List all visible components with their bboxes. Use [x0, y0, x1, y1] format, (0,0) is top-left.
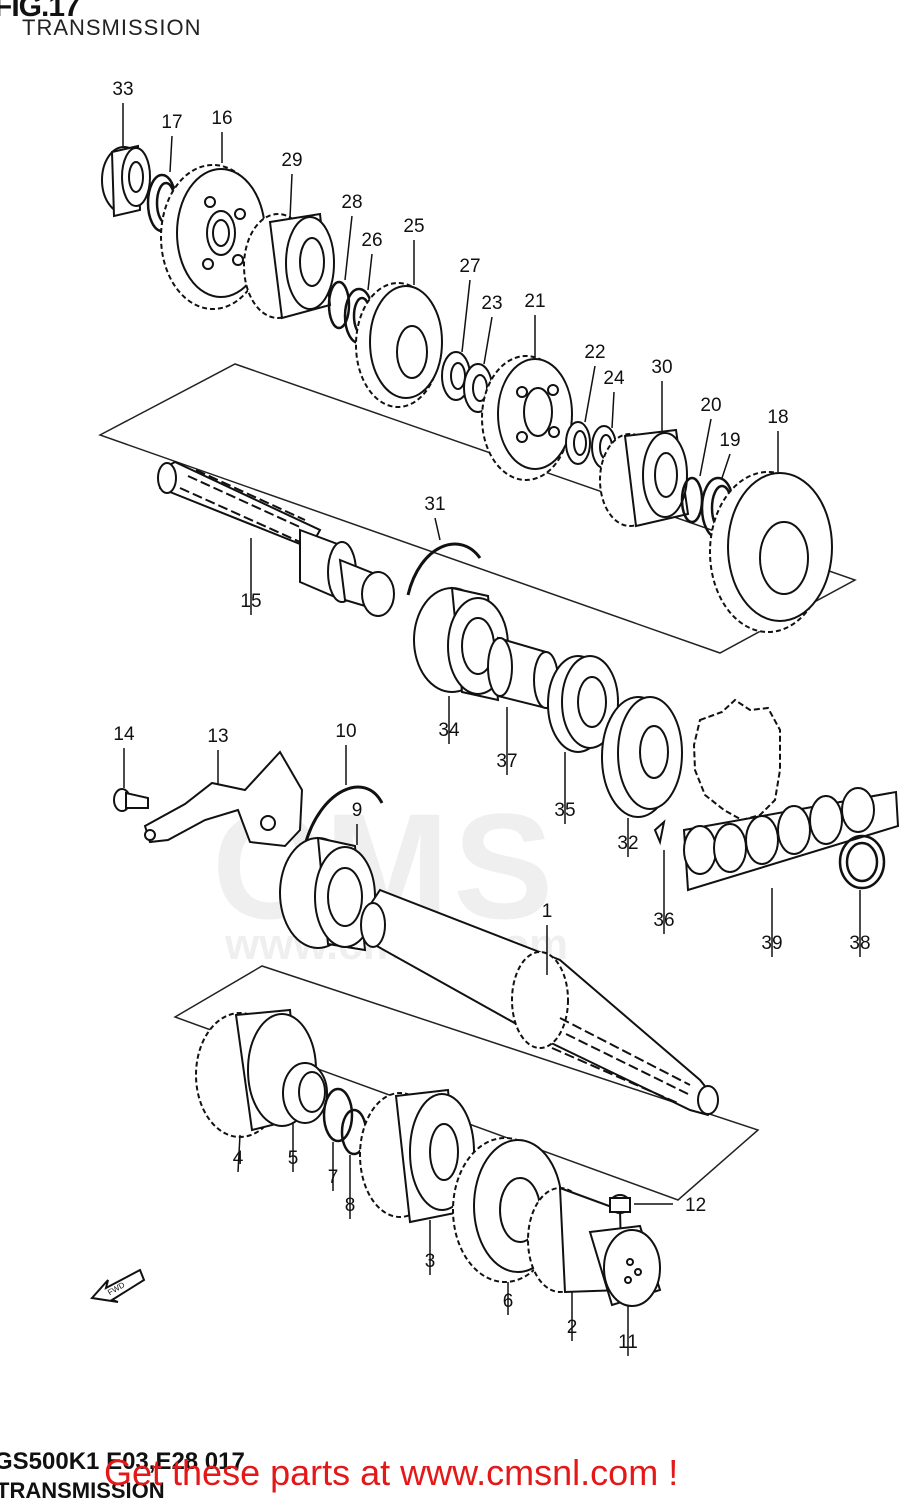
part-33-bearing-cup [101, 144, 151, 218]
callout-37-spacer: 37 [496, 751, 517, 772]
part-32-washer [601, 696, 683, 818]
leader-line-4 [237, 1134, 241, 1173]
callout-7-washer: 7 [328, 1167, 339, 1188]
part-38-chain-joint-clip [838, 834, 886, 890]
part-5-bushing [282, 1062, 328, 1124]
model-code: GS500K1 E03,E28 017 [0, 1448, 245, 1475]
part-10-circlip [303, 785, 384, 846]
part-29-gear [243, 212, 335, 320]
callout-35-oil-seal: 35 [554, 800, 575, 821]
leader-line-24 [611, 391, 615, 429]
part-16-gear [160, 164, 266, 310]
callout-25-gear: 25 [403, 216, 424, 237]
part-1-countershaft [360, 888, 719, 1117]
part-28-circlip [327, 280, 351, 330]
upper-assembly-plane [98, 363, 857, 654]
callout-4-gear: 4 [233, 1148, 244, 1169]
figure-subtitle: TRANSMISSION [22, 15, 202, 40]
leader-line-26 [367, 253, 373, 291]
part-11-bearing-cup [588, 1224, 662, 1307]
callout-36-engine-sprocket: 36 [653, 910, 674, 931]
leader-line-23 [483, 316, 493, 365]
callout-18-gear: 18 [767, 407, 788, 428]
callout-32-washer: 32 [617, 833, 638, 854]
part-39-drive-chain [682, 787, 899, 892]
leader-line-31 [434, 517, 441, 541]
leader-line-27 [461, 279, 471, 353]
leader-line-17 [169, 135, 173, 173]
part-9-bearing [279, 836, 376, 952]
callout-21-gear: 21 [524, 291, 545, 312]
part-13-bearing-retainer [143, 750, 304, 848]
callout-10-circlip: 10 [335, 721, 356, 742]
callout-14-bolt: 14 [113, 724, 135, 745]
part-30-gear [599, 428, 690, 528]
callout-24-washer: 24 [603, 368, 625, 389]
callout-39-drive-chain: 39 [761, 933, 782, 954]
callout-33-bearing-cup: 33 [112, 79, 133, 100]
part-7-washer [322, 1087, 354, 1143]
leader-line-28 [344, 215, 353, 281]
callout-13-bearing-retainer: 13 [207, 726, 228, 747]
part-2-gear [527, 1186, 624, 1294]
part-21-gear [481, 355, 573, 481]
callout-26-washer: 26 [361, 230, 382, 251]
callout-15-driveshaft: 15 [240, 591, 261, 612]
callout-9-bearing: 9 [352, 800, 363, 821]
callout-16-gear: 16 [211, 108, 232, 129]
figure-number: FIG.17 [0, 0, 81, 23]
callout-6-gear: 6 [503, 1291, 514, 1312]
callout-30-gear: 30 [651, 357, 672, 378]
part-35-oil-seal [547, 655, 619, 753]
leader-line-20 [699, 418, 712, 477]
part-18-gear [709, 471, 833, 633]
callout-20-circlip: 20 [700, 395, 721, 416]
leader-line-22 [584, 365, 596, 423]
part-22-bushing [565, 421, 591, 465]
callout-19-washer: 19 [719, 430, 740, 451]
footer-subtitle: TRANSMISSION [0, 1478, 165, 1503]
part-31-circlip [406, 542, 482, 596]
callout-29-gear: 29 [281, 150, 302, 171]
callout-28-circlip: 28 [341, 192, 362, 213]
callout-3-gear: 3 [425, 1251, 436, 1272]
part-36-engine-sprocket [653, 698, 781, 846]
callout-2-gear: 2 [567, 1317, 578, 1338]
callout-17-washer: 17 [161, 112, 182, 133]
part-12-pin [609, 1194, 631, 1214]
callout-34-bearing: 34 [438, 720, 460, 741]
callout-22-bushing: 22 [584, 342, 605, 363]
fwd-arrow-icon: FWD [90, 1268, 146, 1303]
leader-line-19 [721, 453, 731, 479]
callout-23-washer: 23 [481, 293, 502, 314]
leader-line-29 [289, 173, 293, 219]
callout-12-pin: 12 [685, 1195, 706, 1216]
callout-27-lock-washer: 27 [459, 256, 480, 277]
callout-11-bearing-cup: 11 [618, 1332, 638, 1353]
callout-31-circlip: 31 [424, 494, 445, 515]
callout-8-circlip: 8 [345, 1195, 356, 1216]
part-15-driveshaft [157, 460, 395, 617]
part-25-gear [355, 282, 443, 408]
callout-1-countershaft: 1 [542, 901, 553, 922]
promo-link[interactable]: Get these parts at www.cmsnl.com ! [104, 1452, 679, 1493]
callout-5-bushing: 5 [288, 1148, 299, 1169]
part-14-bolt [113, 788, 149, 812]
callout-38-chain-joint-clip: 38 [849, 933, 870, 954]
